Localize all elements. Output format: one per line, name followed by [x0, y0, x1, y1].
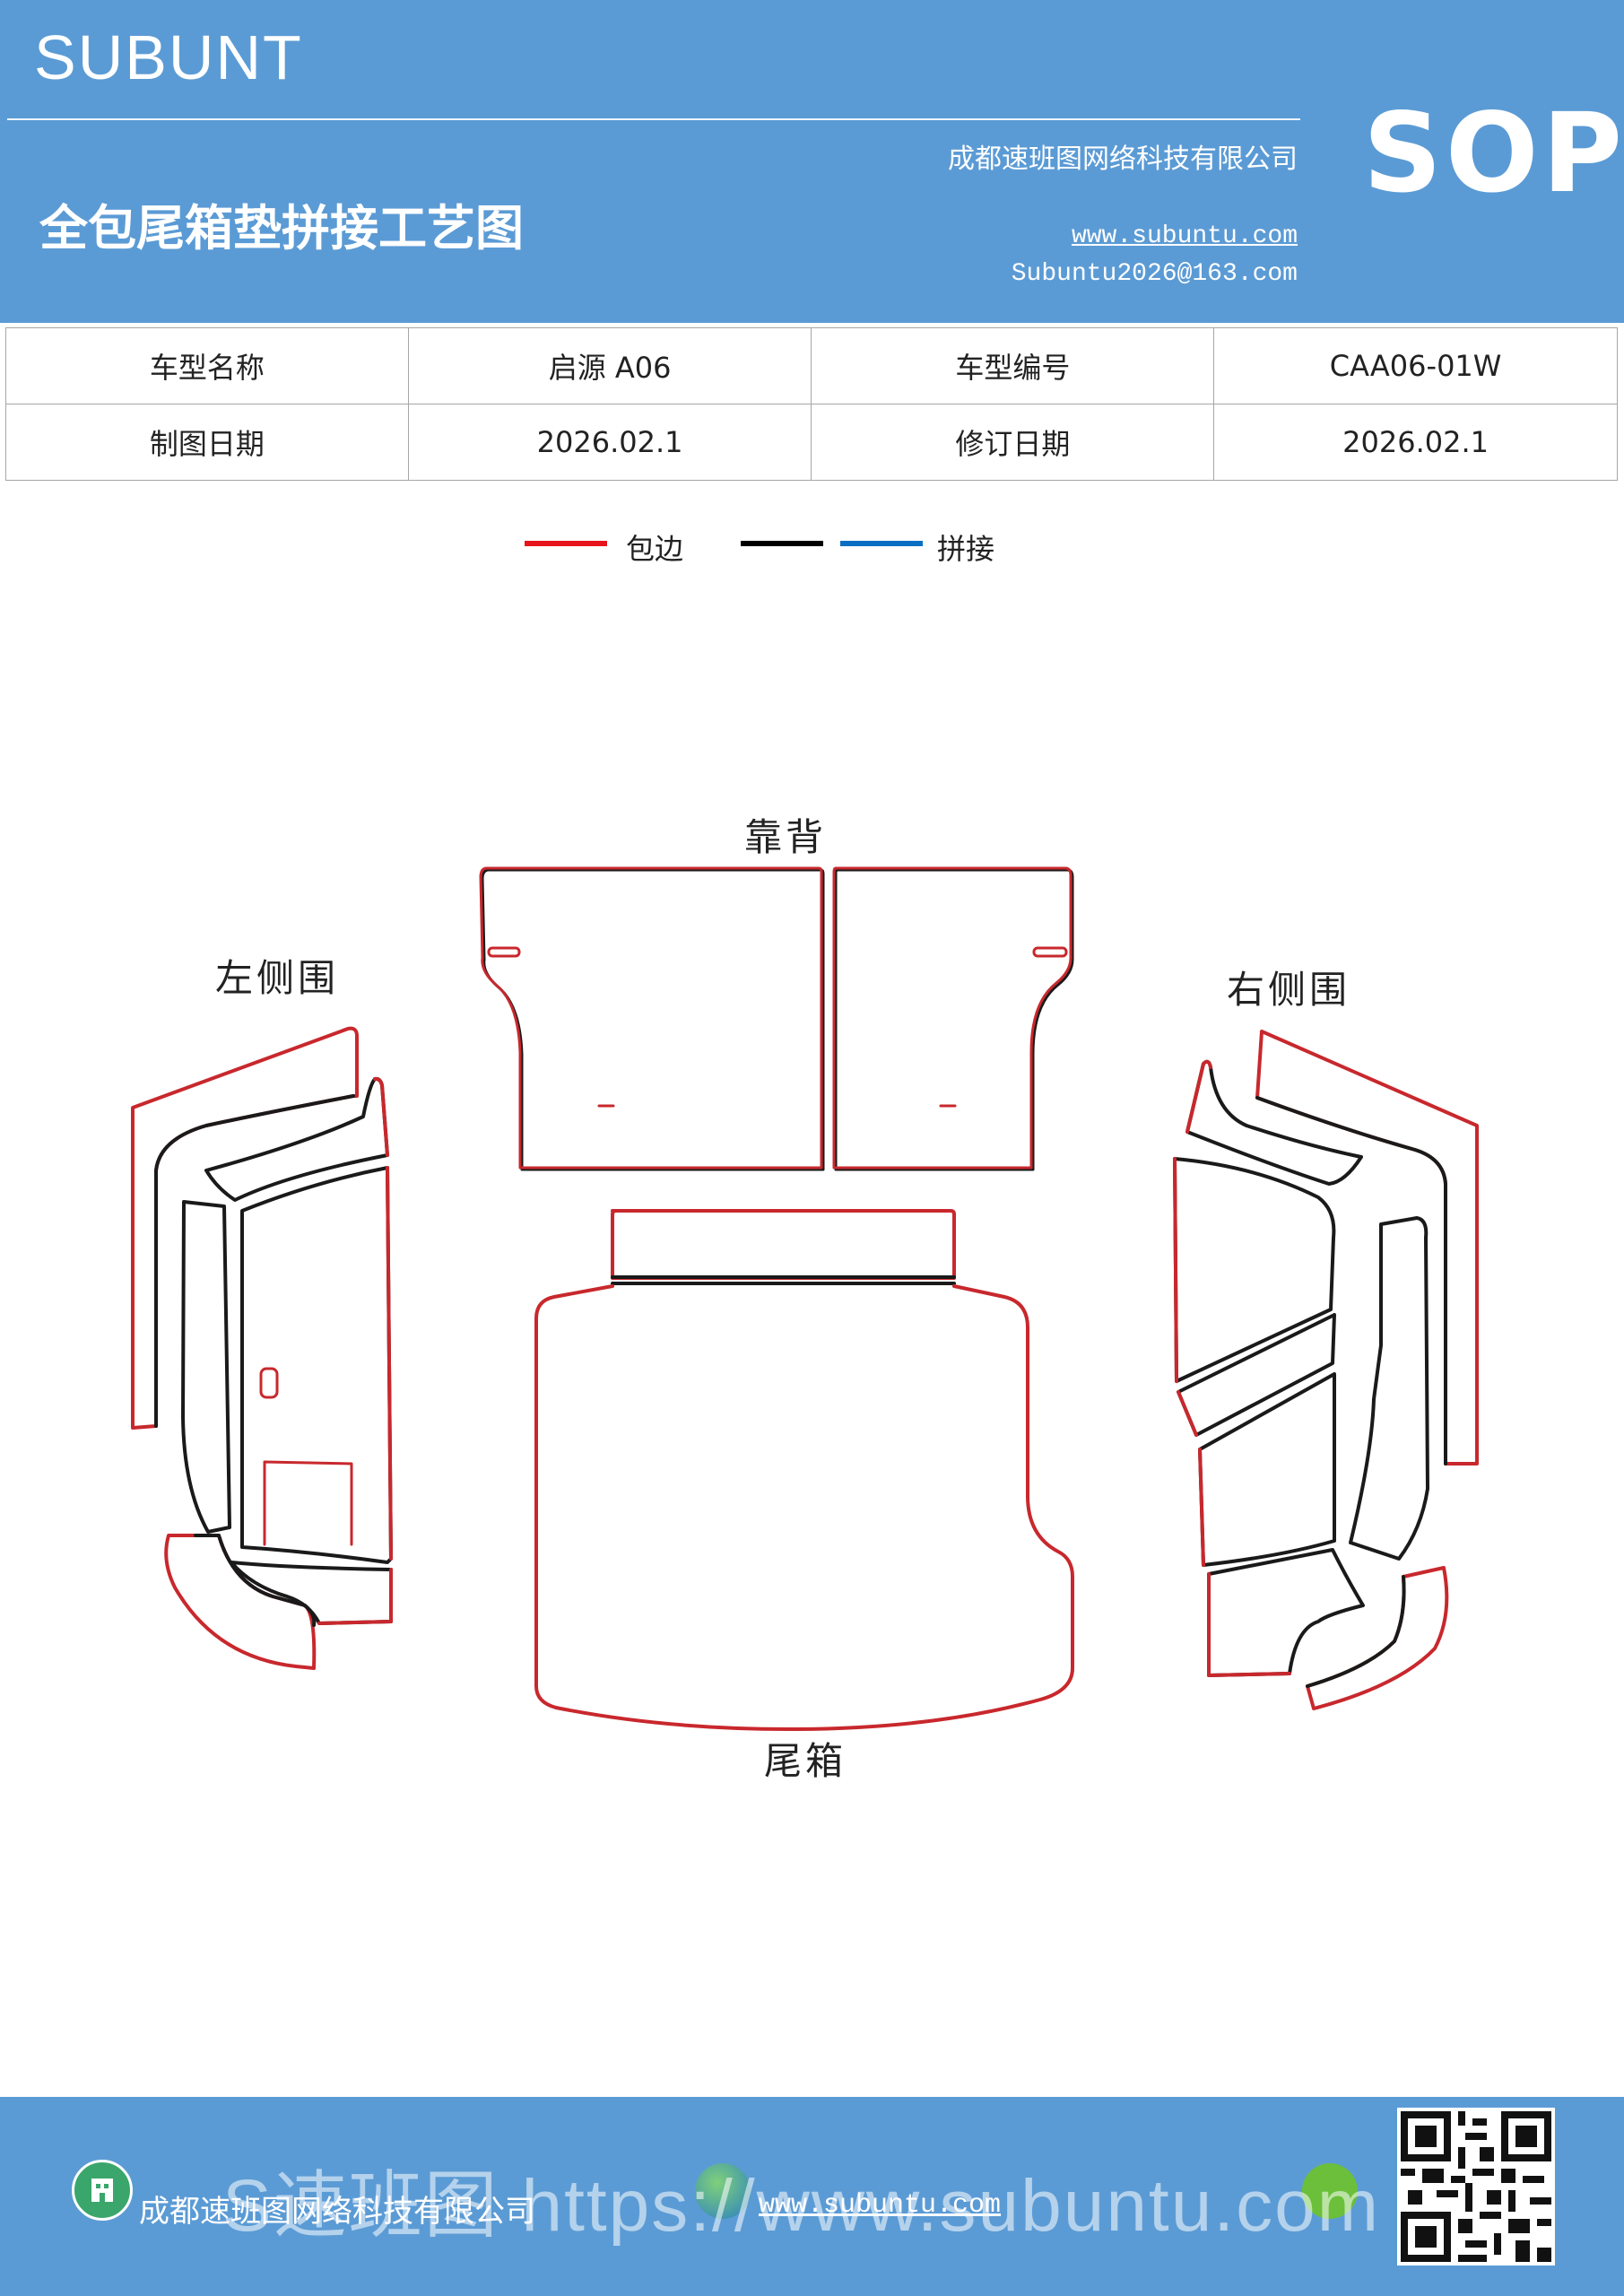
label-backrest: 靠背 [744, 815, 827, 859]
legend-label-edge: 包边 [626, 532, 684, 566]
table-cell: 2026.02.1 [1213, 404, 1618, 481]
website-link[interactable]: www.subuntu.com [1071, 222, 1298, 250]
company-building-icon [72, 2160, 133, 2221]
table-cell: 2026.02.1 [407, 404, 812, 481]
backrest-right-panel [832, 866, 1074, 1171]
table-cell: CAA06-01W [1213, 327, 1618, 404]
legend-label-seam: 拼接 [937, 532, 995, 566]
table-cell: 制图日期 [5, 404, 409, 481]
label-trunk: 尾箱 [764, 1739, 847, 1783]
vehicle-info-table: 车型名称 启源 A06 车型编号 CAA06-01W 制图日期 2026.02.… [5, 327, 1618, 481]
globe-icon [695, 2163, 751, 2219]
footer-website-link[interactable]: www.subuntu.com [759, 2190, 1002, 2221]
table-cell: 车型名称 [5, 327, 409, 404]
document-title: 全包尾箱垫拼接工艺图 [39, 199, 524, 257]
left-side-panels [131, 1026, 393, 1670]
label-right-side: 右侧围 [1227, 968, 1350, 1012]
legend-swatch-edge [525, 541, 607, 546]
table-row: 制图日期 2026.02.1 修订日期 2026.02.1 [5, 404, 1618, 481]
table-cell: 车型编号 [811, 327, 1215, 404]
label-left-side: 左侧围 [215, 956, 339, 1000]
backrest-left-panel [479, 866, 825, 1171]
trunk-top-strip [611, 1209, 956, 1285]
table-cell: 启源 A06 [407, 327, 812, 404]
legend-swatch-seam [840, 541, 923, 546]
footer-banner: 成都速班图网络科技有限公司 www.subuntu.com S速班图 https… [0, 2097, 1624, 2296]
sop-badge: SOP [1363, 90, 1624, 217]
qr-code-image [1397, 2108, 1555, 2266]
footer-company-name: 成都速班图网络科技有限公司 [139, 2194, 535, 2230]
table-cell: 修订日期 [811, 404, 1215, 481]
company-name: 成都速班图网络科技有限公司 [948, 144, 1298, 175]
footer-watermark: S速班图 https://www.subuntu.com [222, 2165, 1381, 2247]
right-side-panels [1173, 1030, 1479, 1710]
legend-swatch-black [741, 541, 823, 546]
legend: 包边 拼接 [0, 525, 1624, 578]
email-address: Subuntu2026@163.com [1011, 260, 1298, 288]
wechat-icon [1302, 2163, 1358, 2219]
table-row: 车型名称 启源 A06 车型编号 CAA06-01W [5, 327, 1618, 404]
header-divider [7, 118, 1300, 120]
header-banner: SUBUNT 全包尾箱垫拼接工艺图 成都速班图网络科技有限公司 www.subu… [0, 0, 1624, 323]
trunk-floor-panel [534, 1284, 1074, 1731]
brand-name: SUBUNT [34, 22, 303, 92]
